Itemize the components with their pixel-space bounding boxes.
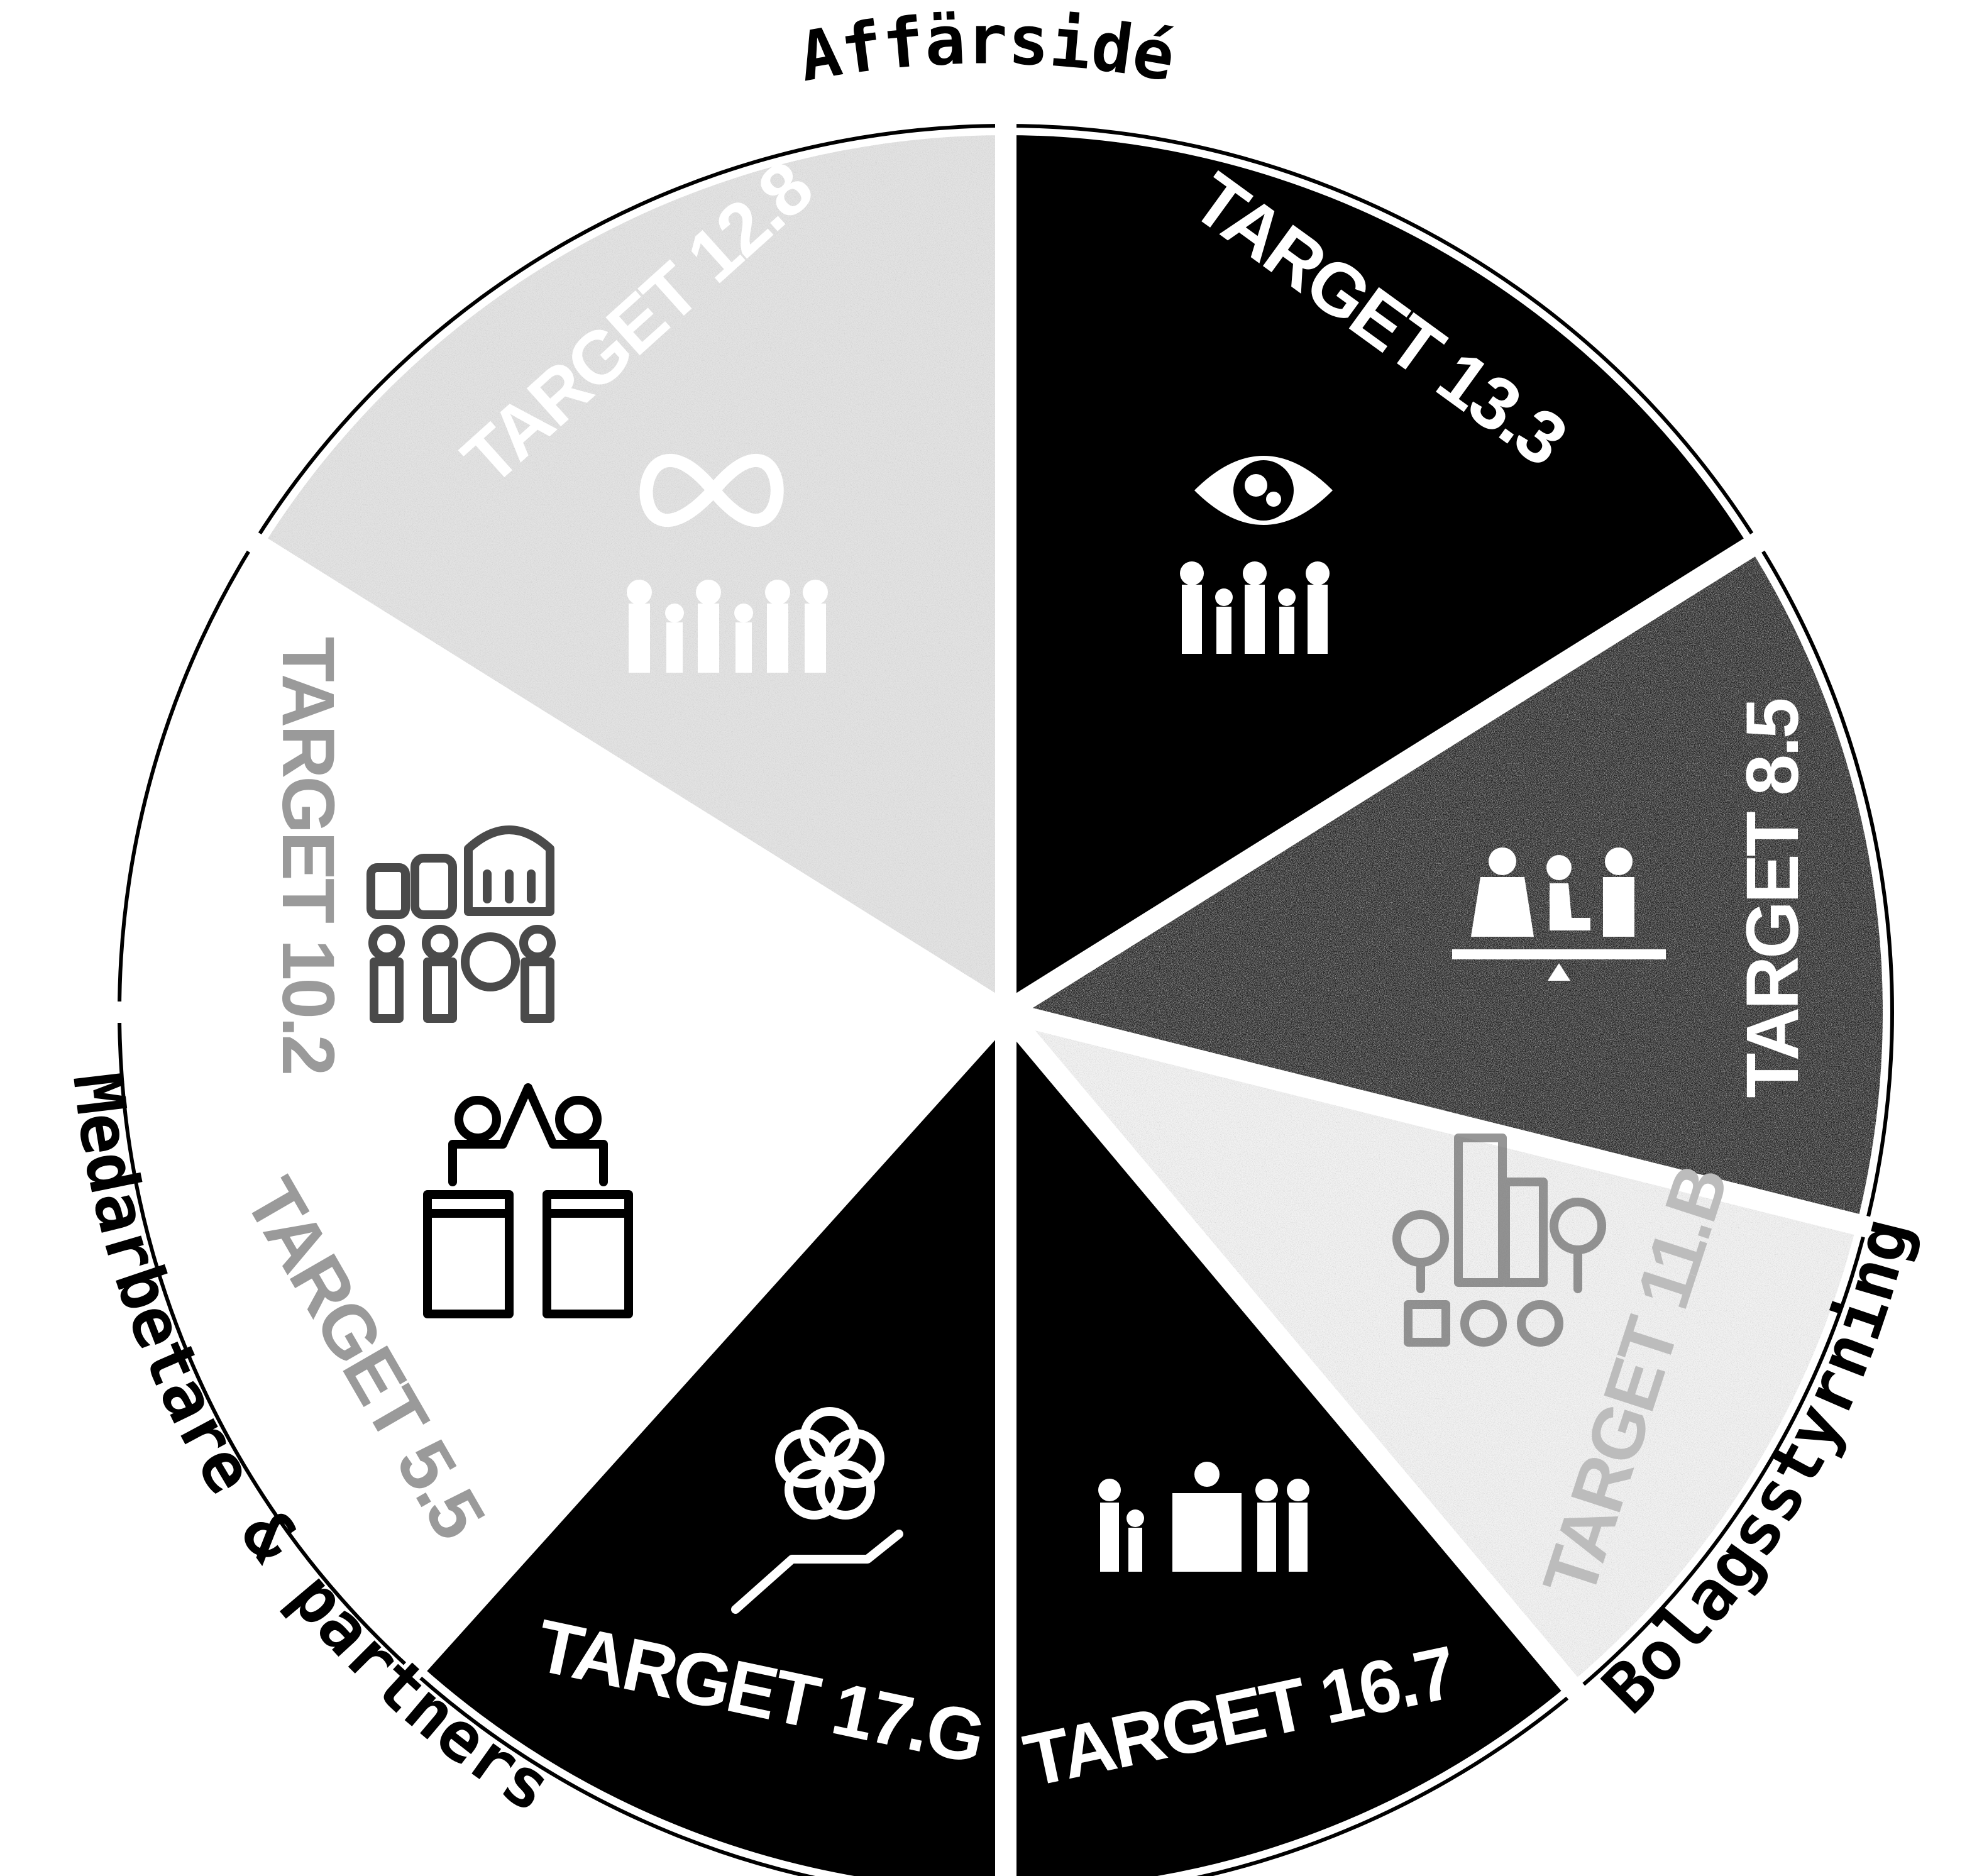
eye-globe-people-icon [1180,456,1333,654]
segment-gaps [116,123,1872,1876]
target-label-8-5: TARGET 8.5 [1731,699,1814,1098]
segment-t5-5 [129,1012,1006,1664]
segment-gap [1000,531,1766,1022]
segment-gap [997,1005,1586,1701]
category-label-affarside: Affärsidé [793,1,1181,97]
segment-t16-7 [1006,1012,1570,1876]
segment-gap [1003,1001,1872,1238]
equality-scale-people-icon [1452,847,1666,981]
segment-t12-8 [262,135,1006,1012]
segment-gap [402,1005,1014,1680]
segment-gap [246,531,1012,1022]
target-label-10-2: TARGET 10.2 [267,637,350,1074]
segment-t8-5 [1006,547,1883,1225]
speaker-podium-people-icon [1098,1462,1309,1572]
infinity-people-icon [627,453,828,673]
segment-t10-2 [129,547,1006,1012]
institution-people-icon [366,825,556,1023]
hand-holding-flower-icon [731,1407,903,1614]
segment-t17-g [419,1012,1006,1876]
city-buildings-icon [1392,1134,1606,1347]
high-five-podiums-icon [423,1083,633,1318]
segment-icons [366,453,1666,1614]
segment-t13-3 [1006,135,1750,1012]
